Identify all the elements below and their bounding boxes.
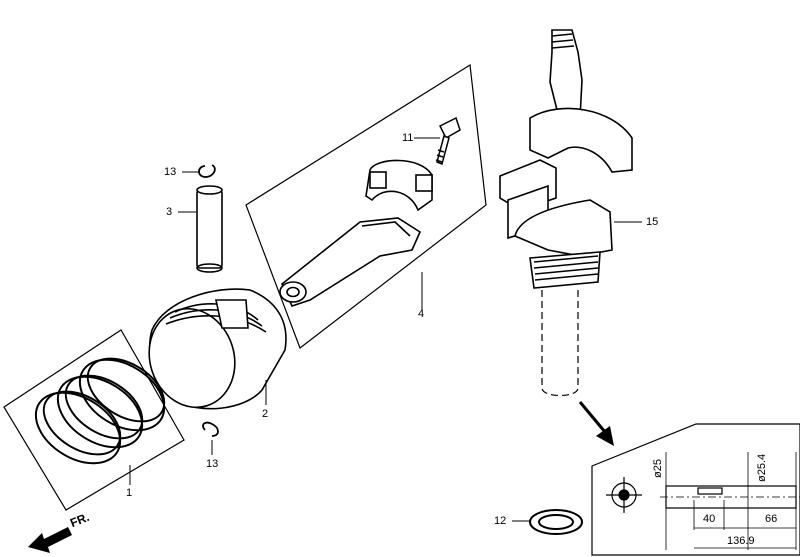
front-direction-arrow-icon: [28, 527, 72, 553]
dimension-136-9: 136.9: [727, 535, 755, 547]
detail-section: [606, 452, 800, 550]
dimension-dia-right: ø25.4: [756, 453, 768, 482]
piston-rings-box: [3, 329, 185, 511]
pin-clip-top: [198, 164, 216, 178]
callout-12: 12: [494, 515, 507, 527]
callout-4: 4: [418, 308, 425, 320]
dimension-40: 40: [703, 513, 716, 525]
callout-11: 11: [402, 132, 414, 144]
piston-pin: [196, 185, 223, 273]
callout-13-top: 13: [164, 166, 177, 178]
callout-3: 3: [166, 206, 173, 218]
detail-arrow: [578, 401, 614, 446]
callout-1: 1: [126, 487, 133, 499]
dimension-dia-left: ø25: [652, 459, 664, 478]
pin-clip-bottom: [202, 421, 219, 437]
connecting-rod-box: [245, 63, 487, 349]
oil-seal: [529, 509, 583, 535]
detail-box: [591, 423, 800, 556]
piston: [148, 288, 287, 410]
connecting-rod: [279, 159, 433, 307]
piston-rings: [34, 357, 166, 465]
dimension-66: 66: [765, 513, 778, 525]
callout-15: 15: [646, 216, 659, 228]
callout-13-bottom: 13: [206, 458, 219, 470]
crankshaft: [499, 29, 633, 289]
rod-bolt: [435, 116, 461, 166]
crankshaft-phantom-end: [541, 290, 579, 397]
callout-2: 2: [262, 408, 269, 420]
